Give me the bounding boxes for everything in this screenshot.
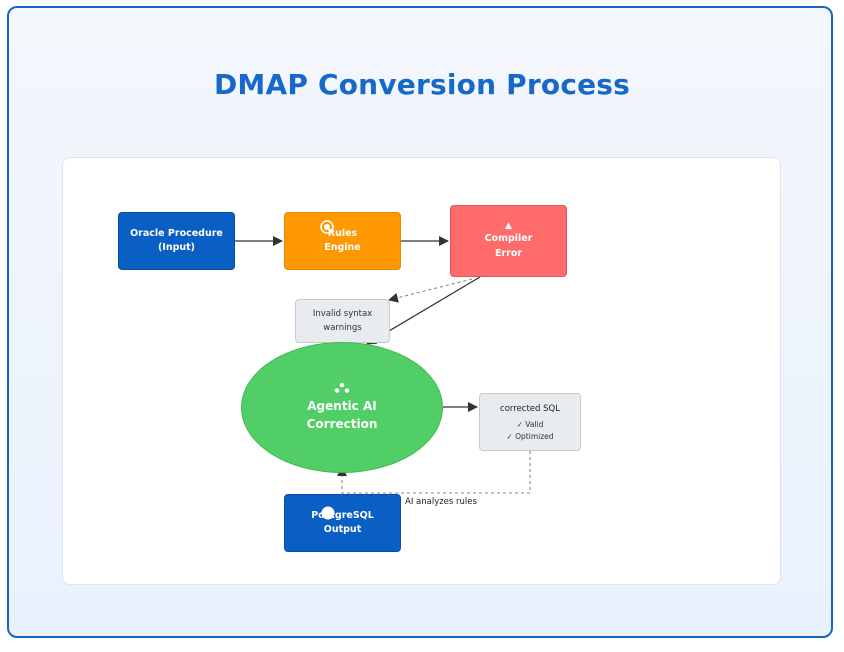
warning-icon: ▲: [505, 221, 512, 231]
node-agentic-label: Agentic AI Correction: [306, 399, 378, 431]
check-valid: ✓ Valid: [516, 419, 544, 429]
page-title: DMAP Conversion Process: [213, 68, 631, 101]
node-compiler-error[interactable]: ▲ Compiler Error: [450, 205, 567, 277]
node-postgresql-label: PostgreSQL Output: [311, 510, 374, 535]
database-icon: [321, 506, 335, 520]
node-rules-engine[interactable]: Rules Engine: [284, 212, 401, 270]
node-oracle-procedure[interactable]: Oracle Procedure (Input): [118, 212, 235, 270]
node-oracle-label: Oracle Procedure (Input): [130, 228, 223, 253]
node-postgresql-output[interactable]: PostgreSQL Output: [284, 494, 401, 552]
node-compiler-label: Compiler Error: [484, 233, 533, 259]
edge-compiler-to-invalid: [388, 278, 473, 303]
node-invalid-syntax[interactable]: Invalid syntax warnings: [295, 299, 390, 343]
gear-icon: [320, 220, 334, 234]
check-optimized: ✓ Optimized: [506, 431, 554, 441]
node-rules-label: Rules Engine: [324, 228, 361, 253]
node-corrected-label: corrected SQL: [500, 403, 560, 414]
network-icon: [334, 382, 350, 393]
edge-label-ai-analyzes: AI analyzes rules: [405, 497, 477, 507]
node-invalid-label: Invalid syntax warnings: [312, 309, 373, 333]
node-agentic-ai[interactable]: Agentic AI Correction: [241, 342, 443, 473]
node-corrected-sql[interactable]: corrected SQL ✓ Valid ✓ Optimized: [479, 393, 581, 451]
edge-corrected-to-agentic-dashed: [337, 451, 531, 494]
